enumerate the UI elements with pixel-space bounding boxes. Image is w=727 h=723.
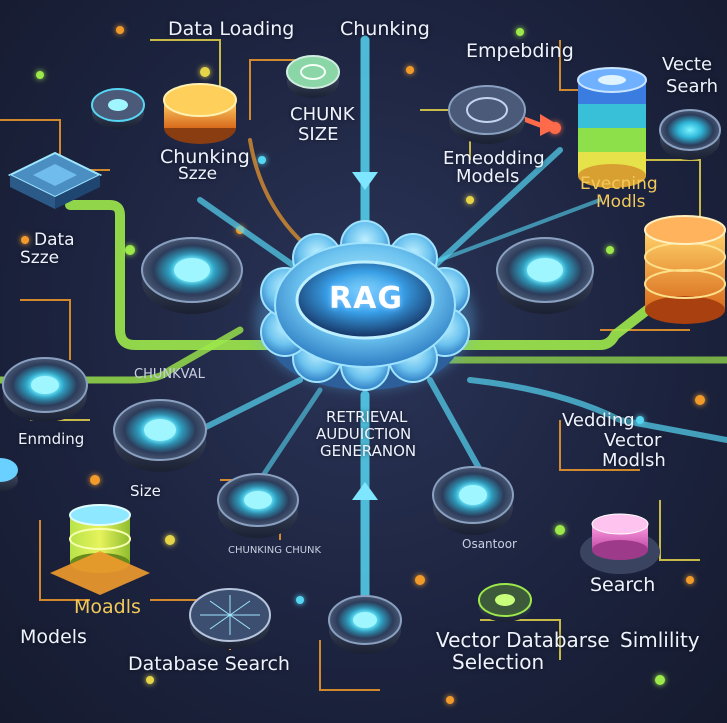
label-evecning-models-line1: Evecning (580, 174, 658, 194)
label-data-size-line2: Szze (20, 248, 60, 268)
label-retrieval-line2: AUDUICTION (316, 425, 412, 443)
label-embedding-models-line2: Models (456, 166, 520, 187)
models-stack (50, 504, 150, 595)
disk-nodes (2, 55, 721, 654)
data-tile (7, 151, 103, 209)
label-chunkval: CHUNKVAL (134, 367, 205, 382)
search-node (580, 513, 660, 574)
green-dial (478, 583, 532, 622)
label-vedding-line3: Modlsh (602, 450, 666, 471)
label-retrieval-line1: RETRIEVAL (326, 408, 408, 426)
left-edge-node (0, 458, 18, 492)
orange-block (163, 83, 237, 144)
label-vedding-line1: Vedding (562, 410, 635, 431)
label-chunking-size-line1: Chunking (160, 146, 250, 168)
label-vedding-line2: Vector (604, 430, 662, 451)
label-enmding: Enmding (18, 430, 85, 448)
label-small-chunk: CHUNKING CHUNK (228, 545, 322, 556)
label-evecning-models-line2: Modls (596, 192, 646, 212)
label-embedding-top: Empebding (466, 40, 574, 62)
arrow-head-bottom (352, 482, 378, 500)
label-models: Models (20, 626, 87, 648)
label-search: Search (590, 574, 656, 596)
label-embedding-models-line1: Emeodding (443, 148, 545, 169)
label-chunking-size-line2: Szze (178, 164, 218, 184)
rag-hub-label: RAG (329, 280, 403, 316)
label-retrieval-line3: GENERANON (320, 442, 417, 460)
label-database-search: Database Search (128, 653, 290, 675)
vector-stack (644, 215, 726, 324)
label-vector-search-line2: Searh (666, 76, 719, 97)
label-size: Size (130, 482, 161, 500)
embedding-stack (577, 67, 647, 188)
label-data-size-line1: Data (34, 230, 75, 250)
rag-hub (255, 220, 475, 391)
label-vector-database-line1: Vector Databarse (436, 628, 610, 652)
label-similarity: Simlility (620, 628, 700, 652)
label-vector-search-line1: Vecte (662, 54, 713, 75)
label-osantoor: Osantoor (462, 537, 517, 551)
label-chunk-size-line1: CHUNK (290, 104, 355, 125)
flow-arrows (0, 35, 727, 615)
label-moadls: Moadls (74, 596, 141, 618)
arrow-head-top (352, 172, 378, 190)
label-chunking-top: Chunking (340, 18, 430, 40)
label-chunk-size-line2: SIZE (298, 124, 339, 145)
label-data-loading: Data Loading (168, 18, 295, 40)
label-vector-database-line2: Selection (452, 650, 545, 674)
